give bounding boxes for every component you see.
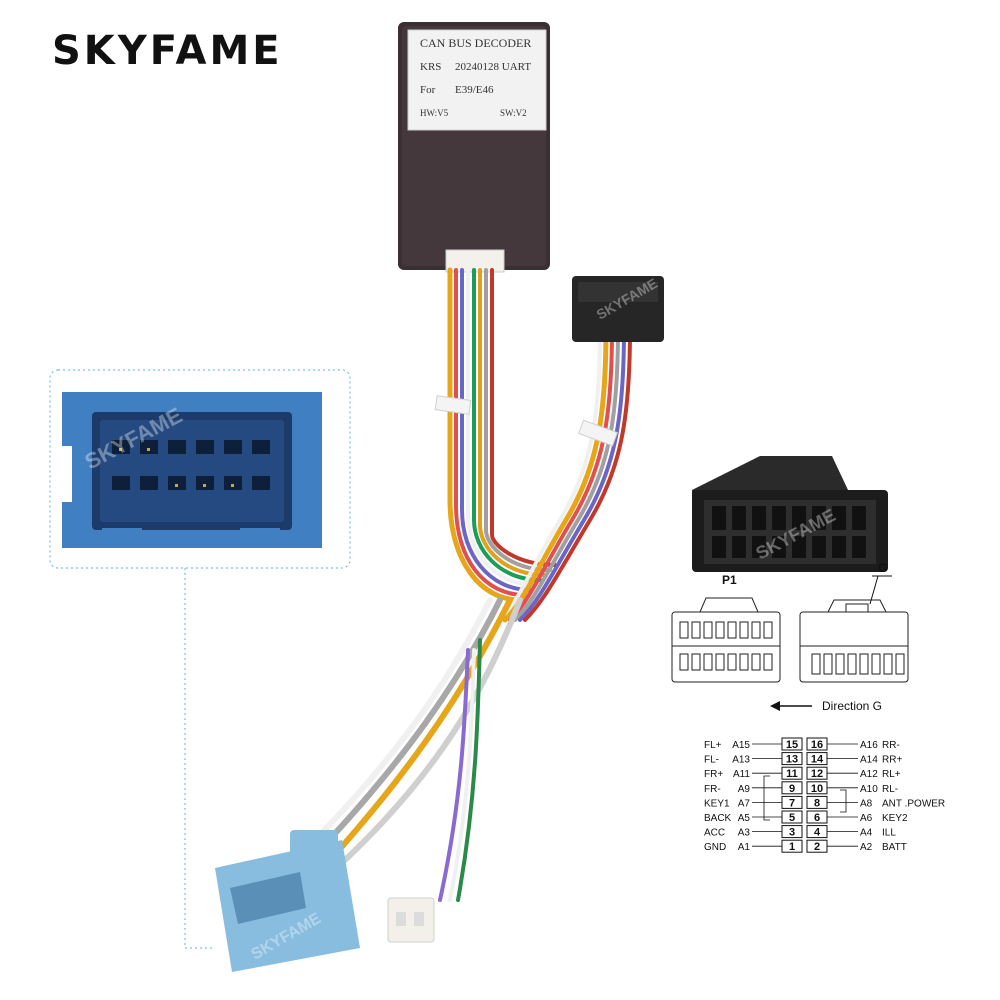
- pin-signal-right: ANT .POWER: [882, 798, 945, 809]
- pin-id-left: A5: [738, 813, 751, 824]
- pin-signal-right: KEY2: [882, 813, 908, 824]
- pin-id-left: A9: [738, 784, 751, 795]
- pin-number: 7: [789, 797, 795, 809]
- pin-id-left: A15: [732, 740, 750, 751]
- callout-frame: [49, 369, 351, 569]
- direction-label: Direction G: [822, 699, 882, 713]
- blue-connector-closeup: SKYFAME: [62, 392, 322, 548]
- pin-signal-right: RR-: [882, 740, 900, 751]
- pin-signal-right: RL-: [882, 784, 898, 795]
- pin-number: 8: [814, 797, 820, 809]
- pin-id-right: A2: [860, 842, 873, 853]
- pin-number: 1: [789, 841, 795, 853]
- pin-signal-right: BATT: [882, 842, 907, 853]
- pin-signal-left: BACK: [704, 813, 732, 824]
- white-2pin-connector: [387, 897, 435, 943]
- pin-id-left: A3: [738, 828, 751, 839]
- pin-signal-left: ACC: [704, 828, 725, 839]
- black-connector-photo: SKYFAME: [692, 456, 888, 572]
- pin-number: 12: [811, 768, 823, 780]
- decoder-label-model: E39/E46: [455, 84, 494, 96]
- pin-id-right: A4: [860, 828, 873, 839]
- pin-number: 2: [814, 841, 820, 853]
- pin-id-left: A11: [733, 769, 750, 780]
- pin-signal-left: FR+: [704, 769, 723, 780]
- pin-number: 3: [789, 827, 795, 839]
- pin-number: 10: [811, 783, 823, 795]
- p1-diagram: [671, 597, 781, 683]
- pin-id-left: A13: [732, 755, 750, 766]
- pin-signal-left: FL-: [704, 755, 719, 766]
- pin-number: 6: [814, 812, 820, 824]
- decoder-label-title: CAN BUS DECODER: [420, 36, 531, 50]
- pin-signal-right: ILL: [882, 828, 896, 839]
- pin-number: 4: [814, 827, 821, 839]
- callout-line: [184, 568, 215, 949]
- pin-id-right: A8: [860, 798, 873, 809]
- p1-label: P1: [722, 573, 737, 587]
- pin-number: 11: [786, 768, 798, 780]
- pin-signal-left: FL+: [704, 740, 722, 751]
- blue-connector: SKYFAME: [215, 830, 360, 972]
- pin-id-right: A10: [860, 784, 878, 795]
- pin-number: 5: [789, 812, 795, 824]
- pin-signal-left: FR-: [704, 784, 721, 795]
- pin-id-left: A7: [738, 798, 751, 809]
- wire-bundle: [302, 267, 632, 902]
- pin-number: 14: [811, 754, 824, 766]
- decoder-label-sw: SW:V2: [500, 108, 527, 118]
- pin-id-right: A6: [860, 813, 873, 824]
- decoder-label-krs: KRS: [420, 61, 441, 73]
- pin-number: 15: [786, 739, 798, 751]
- pin-id-right: A14: [860, 755, 878, 766]
- can-bus-decoder: CAN BUS DECODER KRS 20240128 UART For E3…: [398, 22, 550, 273]
- pin-id-right: A12: [860, 769, 878, 780]
- pin-number: 16: [811, 739, 823, 751]
- decoder-label-hw: HW:V5: [420, 108, 449, 118]
- pin-signal-left: KEY1: [704, 798, 730, 809]
- pin-signal-right: RR+: [882, 755, 902, 766]
- brand-logo: SKYFAME: [52, 28, 283, 74]
- decoder-label-for: For: [420, 84, 436, 96]
- pin-signal-right: RL+: [882, 769, 901, 780]
- zip-tie: [434, 395, 472, 415]
- pin-number: 9: [789, 783, 795, 795]
- g-diagram: [799, 599, 909, 683]
- decoder-label-date: 20240128 UART: [455, 61, 531, 73]
- black-16pin-connector: SKYFAME: [572, 275, 664, 342]
- pin-number: 13: [786, 754, 798, 766]
- pin-id-right: A16: [860, 740, 878, 751]
- zip-tie: [578, 419, 618, 447]
- pin-signal-left: GND: [704, 842, 726, 853]
- g-label: G: [878, 561, 887, 575]
- pin-id-left: A1: [738, 842, 751, 853]
